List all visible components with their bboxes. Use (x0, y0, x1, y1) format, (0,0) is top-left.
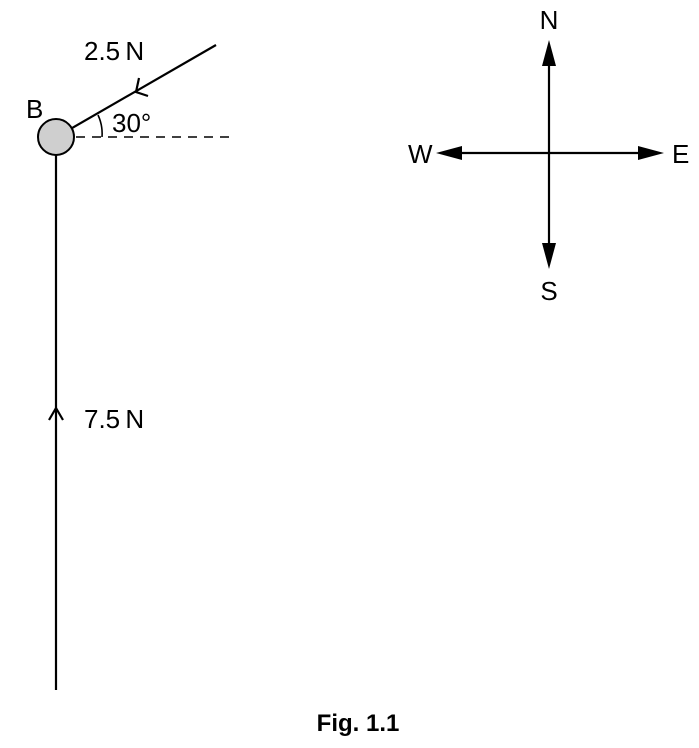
compass-north-label: N (540, 5, 559, 35)
compass-west-label: W (408, 139, 433, 169)
compass-south-arrowhead (542, 243, 556, 269)
angle-arc (97, 114, 103, 138)
compass-south-label: S (540, 276, 557, 306)
figure-caption: Fig. 1.1 (317, 710, 400, 737)
compass-east-label: E (672, 139, 689, 169)
compass-east-arrowhead (638, 146, 664, 160)
object-b-circle (37, 118, 75, 156)
compass-west-arrowhead (436, 146, 462, 160)
force-label-7-5n: 7.5 N (84, 404, 144, 434)
angle-label: 30° (112, 108, 151, 138)
force-arrowhead-7-5n (48, 405, 64, 421)
object-label: B (26, 94, 43, 124)
force-label-2-5n: 2.5 N (84, 36, 144, 66)
force-arrowhead-2-5n (134, 77, 149, 98)
compass: N S E W (408, 5, 689, 306)
force-line-2-5n (59, 44, 217, 136)
compass-north-arrowhead (542, 40, 556, 66)
